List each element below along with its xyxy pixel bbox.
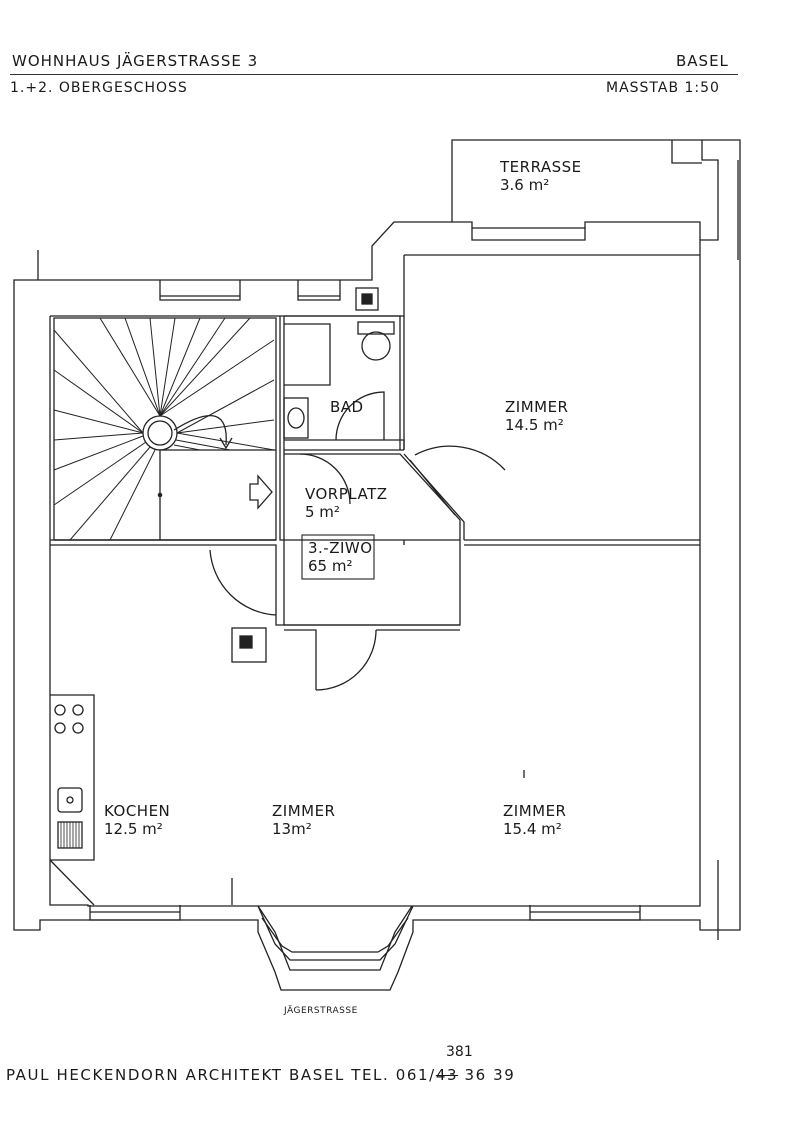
- architect-footer: PAUL HECKENDORN ARCHITEKT BASEL TEL. 061…: [6, 1066, 515, 1084]
- floor-label: 1.+2. OBERGESCHOSS: [10, 80, 188, 96]
- street-label: JÄGERSTRASSE: [284, 1006, 358, 1016]
- footer-suffix: 36 39: [458, 1066, 516, 1084]
- scale-label: MASSTAB 1:50: [606, 80, 720, 96]
- room-label-terrasse: TERRASSE 3.6 m²: [500, 158, 582, 194]
- inner-wall-outline: [49, 140, 719, 971]
- building-title: WOHNHAUS JÄGERSTRASSE 3: [12, 52, 259, 70]
- room-label-bad: BAD: [330, 398, 364, 416]
- room-label-zimmer-south: ZIMMER 15.4 m²: [503, 802, 567, 838]
- room-label-kochen: KOCHEN 12.5 m²: [104, 802, 171, 838]
- room-label-zimmer-middle: ZIMMER 13m²: [272, 802, 336, 838]
- header-rule: [10, 74, 738, 75]
- room-label-zimmer-north: ZIMMER 14.5 m²: [505, 398, 569, 434]
- outer-wall-outline: [13, 139, 741, 991]
- city-label: BASEL: [676, 52, 729, 70]
- footer-prefix: PAUL HECKENDORN ARCHITEKT BASEL TEL. 061…: [6, 1066, 436, 1084]
- room-label-vorplatz: VORPLATZ 5 m²: [305, 485, 388, 521]
- footer-struck-digits: 43: [435, 1066, 459, 1084]
- apartment-size-label: 3.-ZIWO 65 m²: [308, 539, 373, 575]
- handwritten-phone-correction: 381: [446, 1044, 473, 1060]
